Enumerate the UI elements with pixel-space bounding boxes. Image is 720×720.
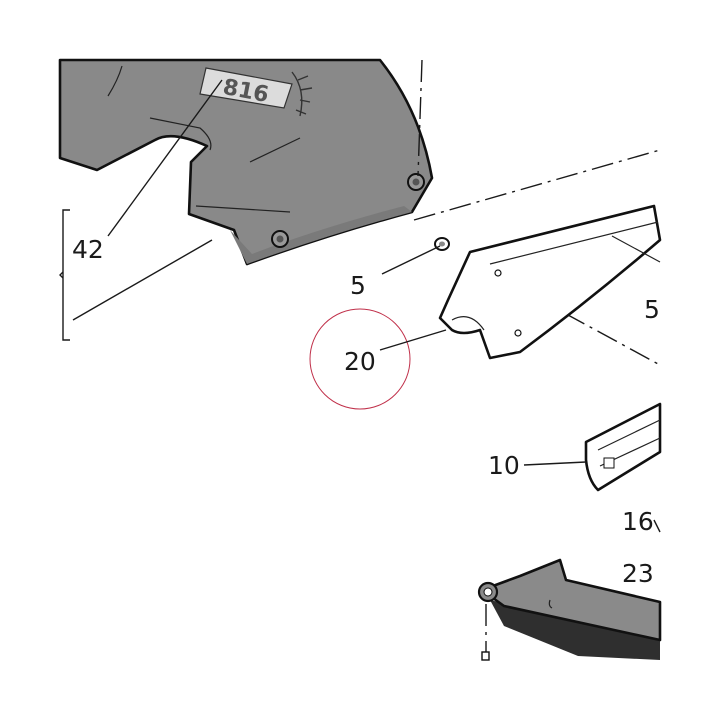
callout-10: 10 (488, 451, 520, 480)
leader-20 (379, 329, 447, 351)
assembly-bracket (62, 209, 70, 341)
callout-5-washer: 5 (350, 271, 366, 300)
highlight-circle (309, 308, 411, 410)
emblem: 816 (199, 67, 313, 117)
callout-5-right: 5 (644, 295, 660, 324)
callout-23: 23 (622, 559, 654, 588)
rail-part-10 (584, 402, 662, 492)
lower-arm-part-23 (477, 558, 662, 661)
axis-line-horizontal (413, 149, 661, 221)
callout-20: 20 (344, 347, 376, 376)
leader-16 (653, 519, 661, 533)
leader-assembly (72, 239, 213, 321)
cover-panel: 816 (58, 58, 434, 266)
callout-42: 42 (72, 235, 104, 264)
bracket-part-20 (438, 204, 662, 360)
washer-part-5 (434, 237, 450, 251)
axis-line-vertical (417, 59, 423, 177)
leader-10 (523, 461, 587, 466)
leader-42 (107, 79, 223, 237)
arm-bolt-tip (481, 651, 490, 661)
leader-5a (381, 245, 441, 275)
callout-16: 16 (622, 507, 654, 536)
